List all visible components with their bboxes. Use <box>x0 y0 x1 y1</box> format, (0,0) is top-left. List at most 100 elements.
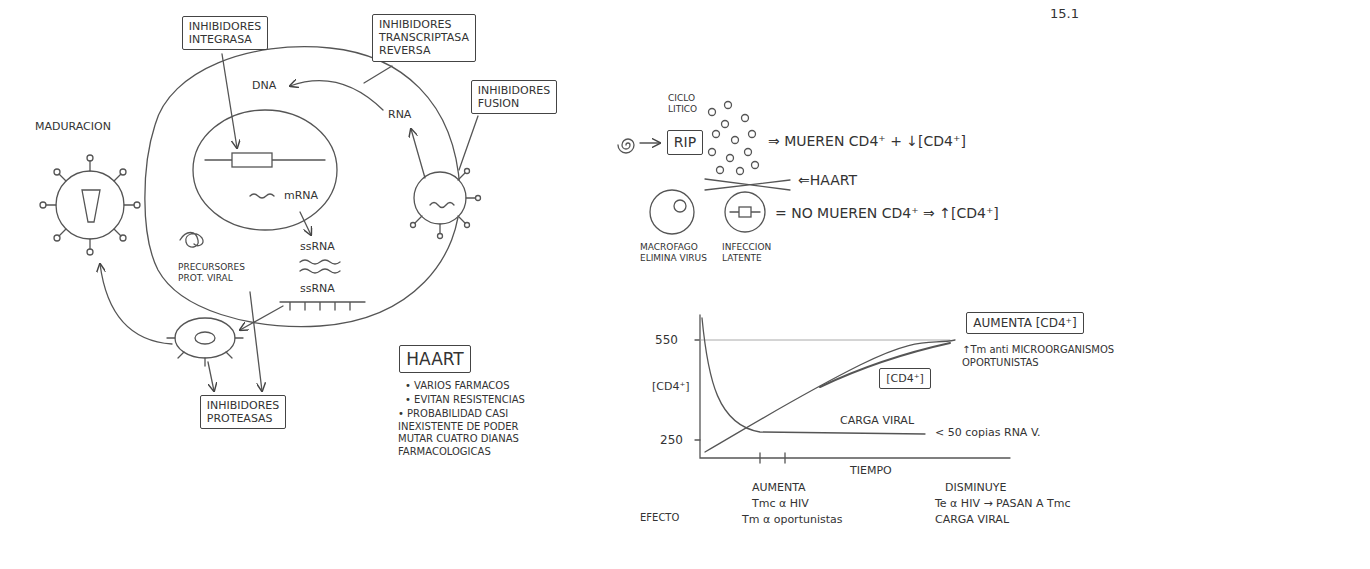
spike-tip <box>120 169 126 175</box>
integrated-provirus <box>232 153 272 167</box>
annotation-label: EFECTO <box>640 512 679 525</box>
spike-tip <box>411 223 416 228</box>
latent-provirus <box>739 207 751 217</box>
process-box: INHIBIDORES TRANSCRIPTASA REVERSA <box>372 14 476 62</box>
annotation-label: ssRNA <box>300 282 335 296</box>
spike-tip <box>87 249 93 255</box>
leader-line <box>459 116 478 170</box>
viral-capsid <box>82 190 100 222</box>
annotation-label: • VARIOS FARMACOS <box>405 380 510 393</box>
process-box: [CD4⁺] <box>879 368 931 389</box>
annotation-label: TIEMPO <box>850 464 892 478</box>
spike-tip <box>134 202 140 208</box>
box-text: [CD4⁺] <box>886 372 924 385</box>
pencil-strokes <box>40 47 1010 463</box>
annotation-label: 550 <box>655 333 678 348</box>
process-box: INHIBIDORES FUSION <box>471 80 557 114</box>
annotation-label: ⇐HAART <box>798 172 857 190</box>
ribosome-strand <box>280 302 365 310</box>
cd4-curve <box>705 340 955 452</box>
leader-line <box>222 54 237 148</box>
annotation-label: ↑Tm anti MICROORGANISMOS OPORTUNISTAS <box>962 344 1142 369</box>
process-box: HAART <box>399 345 470 373</box>
annotation-label: CICLO LITICO <box>668 93 713 116</box>
box-text: AUMENTA [CD4⁺] <box>973 316 1076 330</box>
annotation-label: ⇒ MUEREN CD4⁺ + ↓[CD4⁺] <box>768 133 966 151</box>
process-box: AUMENTA [CD4⁺] <box>966 312 1083 334</box>
spike-tip <box>87 155 93 161</box>
leader-line <box>364 66 392 83</box>
virus-spikes <box>46 161 134 249</box>
annotation-label: AUMENTA <box>752 481 806 495</box>
cell-membrane <box>145 47 460 327</box>
annotation-label: • EVITAN RESISTENCIAS <box>405 394 525 407</box>
annotation-label: DISMINUYE <box>945 481 1006 495</box>
maturation-arrow <box>100 264 172 344</box>
virion-dot <box>722 121 729 128</box>
box-text: INHIBIDORES FUSION <box>478 84 550 110</box>
annotation-label: Tm α oportunistas <box>742 513 842 527</box>
spike-tip <box>120 235 126 241</box>
virion-dot <box>713 131 720 138</box>
annotation-label: mRNA <box>284 189 318 203</box>
rna-release-arrow <box>411 129 425 178</box>
spike-tip <box>54 235 60 241</box>
box-text: INHIBIDORES TRANSCRIPTASA REVERSA <box>379 18 469 58</box>
released-virions <box>709 102 759 175</box>
viral-load-curve <box>702 318 925 434</box>
annotation-label: CARGA VIRAL <box>840 414 914 428</box>
spike-tip <box>465 223 470 228</box>
process-box: INHIBIDORES PROTEASAS <box>200 395 286 429</box>
virion-dot <box>727 155 734 162</box>
annotation-label: ssRNA <box>300 240 335 254</box>
viral-rna <box>430 203 454 208</box>
ssrna-wave <box>300 269 340 273</box>
spike-tip <box>465 169 470 174</box>
annotation-label: 250 <box>660 433 683 448</box>
macrophage <box>650 190 694 234</box>
virion-dot <box>745 149 752 156</box>
annotation-label: RNA <box>388 108 411 122</box>
budding-core <box>195 332 215 344</box>
spike-tip <box>438 234 443 239</box>
annotation-label: MACROFAGO ELIMINA VIRUS <box>640 242 710 265</box>
annotation-label: DNA <box>252 79 276 93</box>
box-text: INHIBIDORES PROTEASAS <box>207 399 279 425</box>
latent-cell <box>725 192 765 232</box>
box-text: HAART <box>406 349 463 369</box>
virion-dot <box>709 149 716 156</box>
leader-line <box>250 292 262 391</box>
ssrna-wave <box>300 260 340 264</box>
annotation-label: • PROBABILIDAD CASI INEXISTENTE DE PODER… <box>398 408 548 458</box>
assembly-arrow <box>240 306 283 330</box>
virion-dot <box>709 109 716 116</box>
annotation-label: 15.1 <box>1050 6 1079 22</box>
virion-dot <box>752 162 759 169</box>
annotation-label: INFECCION LATENTE <box>722 242 784 265</box>
virion-dot <box>725 102 732 109</box>
engulfed-virus <box>674 200 686 212</box>
spike-tip <box>54 169 60 175</box>
infected-cell-spiral <box>618 139 634 153</box>
spike-tip <box>40 202 46 208</box>
reference-line <box>700 340 950 341</box>
leader-line <box>208 362 214 391</box>
virus-spikes <box>167 338 243 366</box>
axis-ticks <box>695 340 785 463</box>
virion-dot <box>749 131 756 138</box>
virion-dot <box>737 168 744 175</box>
export-arrow <box>300 212 311 235</box>
process-box: INHIBIDORES INTEGRASA <box>182 16 268 50</box>
mrna-wave <box>250 194 274 198</box>
nucleus <box>193 110 337 230</box>
annotation-label: CARGA VIRAL <box>935 513 1009 527</box>
virion-dot <box>742 115 749 122</box>
lysis-arrow <box>640 142 660 143</box>
spike-tip <box>476 196 481 201</box>
virus-spikes <box>415 173 475 233</box>
box-text: RIP <box>674 134 696 151</box>
annotation-label: [CD4⁺] <box>652 380 690 394</box>
